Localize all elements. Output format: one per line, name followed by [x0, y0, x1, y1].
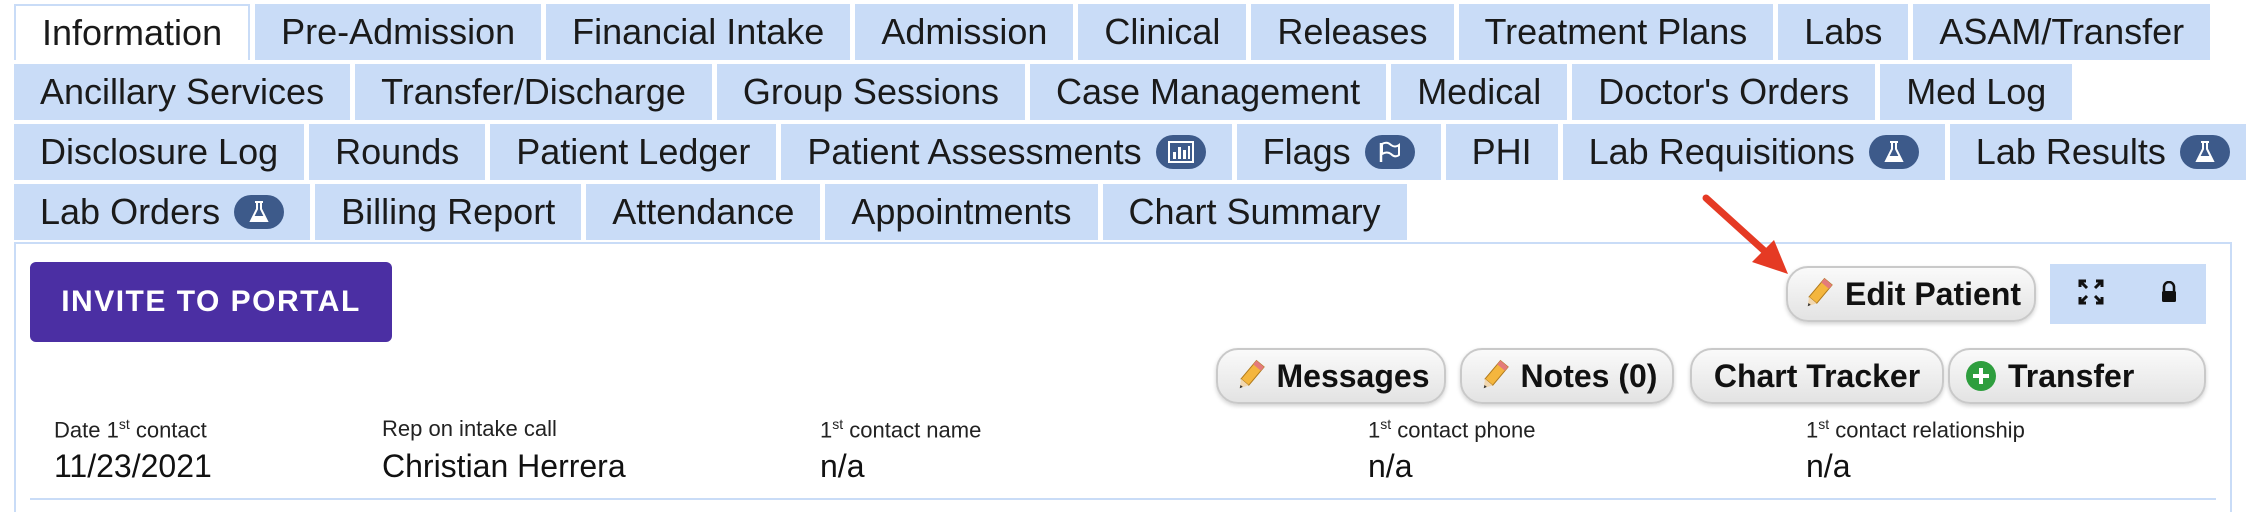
tab-lab-results[interactable]: Lab Results	[1949, 124, 2246, 180]
rep-on-intake-call-value: Christian Herrera	[382, 448, 626, 484]
tab-pre-admission[interactable]: Pre-Admission	[255, 4, 542, 60]
tab-label: Transfer/Discharge	[381, 71, 686, 112]
tab-patient-assessments[interactable]: Patient Assessments	[781, 124, 1232, 180]
divider	[30, 498, 2216, 500]
first-contact-phone-value: n/a	[1368, 448, 1413, 484]
tab-row-3: Disclosure Log Rounds Patient Ledger Pat…	[14, 124, 2246, 180]
tab-treatment-plans[interactable]: Treatment Plans	[1458, 4, 1774, 60]
edit-patient-button[interactable]: Edit Patient	[1786, 266, 2036, 322]
tab-label: Patient Ledger	[516, 131, 751, 172]
flask-icon	[2179, 135, 2230, 169]
first-contact-relationship-label: 1st contact relationship	[1806, 416, 2025, 443]
first-contact-relationship-value: n/a	[1806, 448, 1851, 484]
tab-lab-requisitions[interactable]: Lab Requisitions	[1562, 124, 1945, 180]
tab-label: PHI	[1471, 131, 1532, 172]
tab-ancillary-services[interactable]: Ancillary Services	[14, 64, 351, 120]
tab-chart-summary[interactable]: Chart Summary	[1102, 184, 1407, 240]
pencil-icon	[1233, 358, 1267, 394]
plus-circle-icon	[1964, 359, 1998, 393]
tab-label: Flags	[1262, 131, 1351, 172]
rep-on-intake-call-label: Rep on intake call	[382, 416, 557, 441]
tab-admission[interactable]: Admission	[855, 4, 1074, 60]
tab-rounds[interactable]: Rounds	[309, 124, 486, 180]
tab-label: Medical	[1417, 71, 1542, 112]
tab-label: Treatment Plans	[1484, 11, 1748, 52]
pencil-icon	[1801, 276, 1835, 312]
tab-label: Releases	[1277, 11, 1428, 52]
tab-label: Rounds	[335, 131, 460, 172]
flag-icon	[1364, 135, 1415, 169]
tab-label: Attendance	[612, 191, 795, 232]
fullscreen-icon[interactable]	[2078, 279, 2104, 310]
bar-chart-icon	[1155, 135, 1206, 169]
tab-information[interactable]: Information	[14, 4, 251, 60]
tab-row-1: Information Pre-Admission Financial Inta…	[14, 4, 2211, 60]
tab-row-2: Ancillary Services Transfer/Discharge Gr…	[14, 64, 2073, 120]
tab-billing-report[interactable]: Billing Report	[315, 184, 582, 240]
chart-tracker-label: Chart Tracker	[1713, 357, 1921, 394]
messages-label: Messages	[1276, 357, 1430, 394]
first-contact-phone-label: 1st contact phone	[1368, 416, 1536, 443]
tab-group-sessions[interactable]: Group Sessions	[716, 64, 1026, 120]
notes-button[interactable]: Notes (0)	[1460, 348, 1674, 404]
tab-flags[interactable]: Flags	[1236, 124, 1441, 180]
tab-releases[interactable]: Releases	[1251, 4, 1454, 60]
tab-lab-orders[interactable]: Lab Orders	[14, 184, 311, 240]
edit-patient-label: Edit Patient	[1845, 275, 2022, 312]
lock-icon[interactable]	[2159, 280, 2179, 308]
flask-icon	[1868, 135, 1919, 169]
tab-label: Clinical	[1104, 11, 1221, 52]
tab-clinical[interactable]: Clinical	[1078, 4, 1247, 60]
messages-button[interactable]: Messages	[1216, 348, 1446, 404]
tab-labs[interactable]: Labs	[1778, 4, 1909, 60]
flask-icon	[234, 195, 285, 229]
tab-label: Labs	[1804, 11, 1883, 52]
annotation-arrow-icon	[1702, 194, 1788, 274]
tab-label: Disclosure Log	[40, 131, 279, 172]
tab-transfer-discharge[interactable]: Transfer/Discharge	[355, 64, 712, 120]
tab-label: Information	[42, 12, 223, 53]
tab-label: Case Management	[1056, 71, 1361, 112]
tab-financial-intake[interactable]: Financial Intake	[546, 4, 851, 60]
tab-label: Lab Requisitions	[1588, 131, 1855, 172]
tab-label: Financial Intake	[572, 11, 825, 52]
tab-label: Admission	[881, 11, 1048, 52]
tab-label: Appointments	[851, 191, 1072, 232]
tab-label: Chart Summary	[1128, 191, 1381, 232]
tab-label: Ancillary Services	[40, 71, 325, 112]
tab-label: Pre-Admission	[281, 11, 516, 52]
invite-to-portal-button[interactable]: INVITE TO PORTAL	[30, 262, 392, 342]
first-contact-name-value: n/a	[820, 448, 865, 484]
notes-label: Notes (0)	[1520, 357, 1658, 394]
tab-medical[interactable]: Medical	[1391, 64, 1568, 120]
tab-label: Billing Report	[341, 191, 556, 232]
tab-label: Lab Orders	[40, 191, 221, 232]
tab-label: Patient Assessments	[807, 131, 1142, 172]
tab-med-log[interactable]: Med Log	[1880, 64, 2073, 120]
tab-phi[interactable]: PHI	[1445, 124, 1558, 180]
tab-doctors-orders[interactable]: Doctor's Orders	[1572, 64, 1876, 120]
tab-appointments[interactable]: Appointments	[825, 184, 1098, 240]
date-first-contact-value: 11/23/2021	[54, 448, 212, 484]
transfer-button[interactable]: Transfer	[1948, 348, 2206, 404]
pencil-icon	[1477, 358, 1511, 394]
tab-case-management[interactable]: Case Management	[1030, 64, 1387, 120]
chart-tracker-button[interactable]: Chart Tracker	[1690, 348, 1944, 404]
tab-label: Med Log	[1906, 71, 2047, 112]
tab-row-4: Lab Orders Billing Report Attendance App…	[14, 184, 1407, 240]
date-first-contact-label: Date 1st contact	[54, 416, 207, 443]
panel-toolbox	[2050, 264, 2206, 324]
tab-label: ASAM/Transfer	[1939, 11, 2185, 52]
tab-attendance[interactable]: Attendance	[586, 184, 821, 240]
tab-patient-ledger[interactable]: Patient Ledger	[490, 124, 777, 180]
tab-label: Group Sessions	[742, 71, 1000, 112]
tab-label: Doctor's Orders	[1598, 71, 1850, 112]
tab-disclosure-log[interactable]: Disclosure Log	[14, 124, 305, 180]
tab-asam-transfer[interactable]: ASAM/Transfer	[1913, 4, 2211, 60]
transfer-label: Transfer	[2008, 357, 2135, 394]
first-contact-name-label: 1st contact name	[820, 416, 982, 443]
tab-label: Lab Results	[1975, 131, 2166, 172]
